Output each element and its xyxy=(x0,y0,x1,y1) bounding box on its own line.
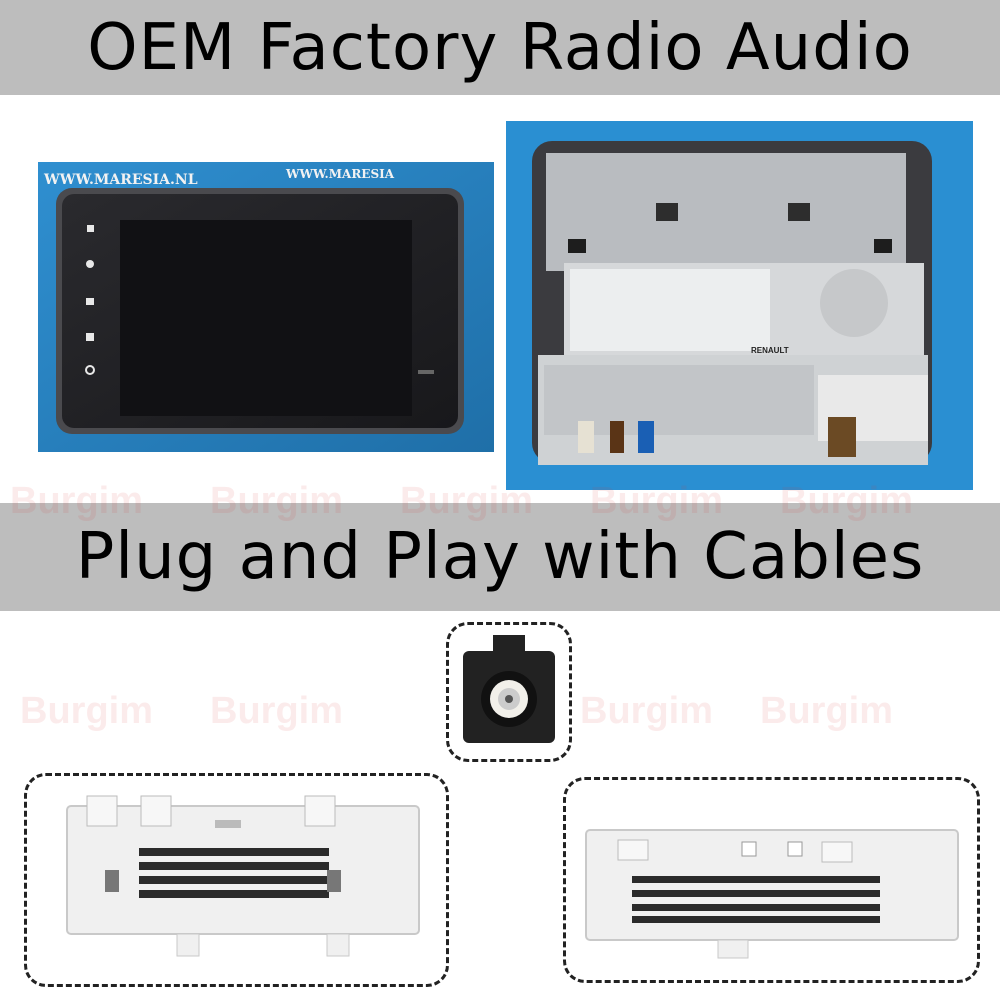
watermark: Burgim xyxy=(210,690,343,732)
radio-front-photo: WWW.MARESIA.NL WWW.MARESIA xyxy=(38,162,494,452)
right-iso-connector-illustration xyxy=(585,829,959,959)
fakra-blue xyxy=(638,421,654,453)
power-icon xyxy=(85,365,95,375)
antenna-connector-box xyxy=(446,622,572,762)
volume-icon xyxy=(87,225,94,232)
pin-grid-left xyxy=(139,848,329,898)
pin-grid-right xyxy=(632,876,880,923)
fakra-white xyxy=(578,421,594,453)
middle-banner: Plug and Play with Cables xyxy=(0,503,1000,611)
watermark: Burgim xyxy=(20,690,153,732)
maresia-url-1: WWW.MARESIA.NL xyxy=(43,172,198,188)
maresia-url-2: WWW.MARESIA xyxy=(285,167,395,181)
left-iso-connector-box xyxy=(24,773,449,987)
antenna-connector-illustration xyxy=(463,635,555,743)
home-icon xyxy=(86,298,94,305)
watermark: Burgim xyxy=(760,690,893,732)
settings-icon xyxy=(86,260,94,268)
radio-side-icons xyxy=(85,225,95,375)
radio-screen xyxy=(120,220,412,416)
top-banner: OEM Factory Radio Audio xyxy=(0,0,1000,95)
speaker-grille xyxy=(820,269,888,337)
watermark: Burgim xyxy=(580,690,713,732)
left-iso-connector-illustration xyxy=(66,795,420,957)
fakra-brown xyxy=(610,421,624,453)
radio-rear-photo: RENAULT xyxy=(506,121,973,490)
right-iso-connector-box xyxy=(563,777,980,983)
renault-label: RENAULT xyxy=(751,346,789,355)
radio-rear-illustration: RENAULT xyxy=(506,121,973,490)
apps-icon xyxy=(86,333,94,341)
radio-front-illustration: WWW.MARESIA.NL WWW.MARESIA xyxy=(38,162,494,452)
top-banner-title: OEM Factory Radio Audio xyxy=(87,10,913,85)
middle-banner-title: Plug and Play with Cables xyxy=(75,520,925,594)
